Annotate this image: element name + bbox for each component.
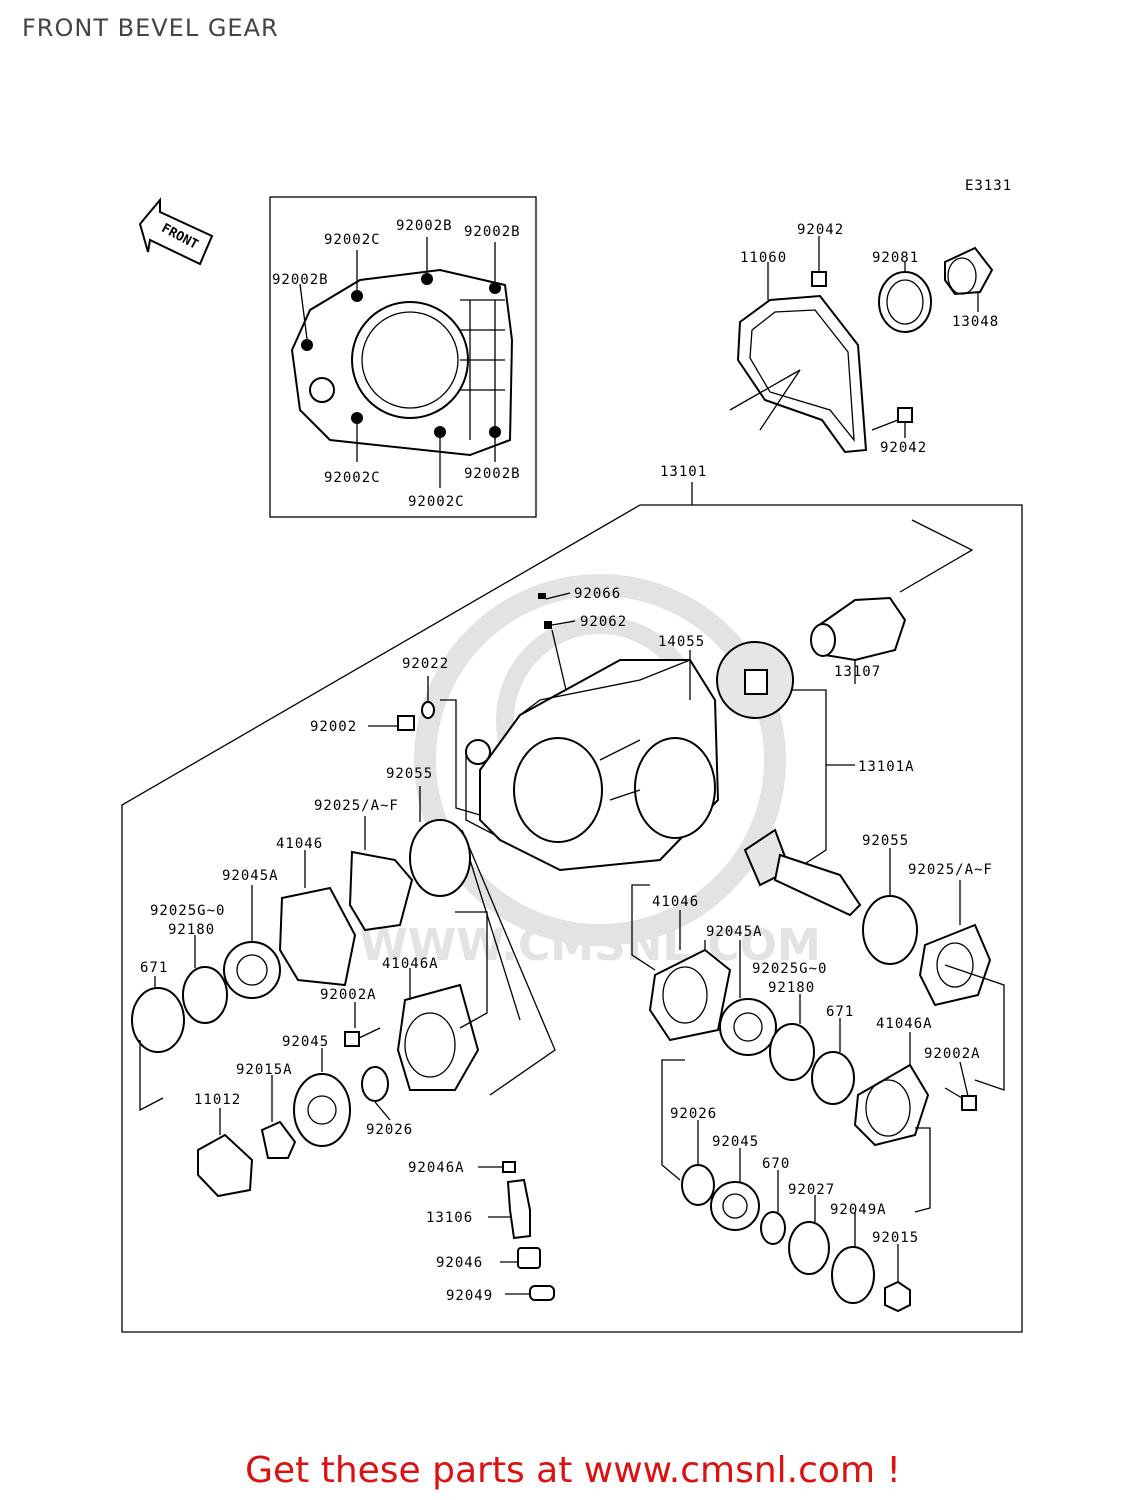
label-92002A-right: 92002A xyxy=(924,1046,981,1062)
inset-housing-view: 92002C 92002B 92002B 92002B 92002C 92002… xyxy=(269,196,537,518)
label-92022: 92022 xyxy=(402,656,449,672)
label-92002C-bl: 92002C xyxy=(324,470,381,486)
label-41046-right: 41046 xyxy=(652,894,699,910)
rear-cover-group: 92042 11060 92081 13048 92042 xyxy=(729,222,999,456)
gear-case-14055: 92066 92062 14055 xyxy=(465,586,720,872)
label-92180-left: 92180 xyxy=(168,922,215,938)
label-92045-left: 92045 xyxy=(282,1034,329,1050)
page-title: FRONT BEVEL GEAR xyxy=(22,14,279,42)
label-92045A-left: 92045A xyxy=(222,868,279,884)
label-92046: 92046 xyxy=(436,1255,483,1271)
front-arrow-icon: FRONT xyxy=(138,197,214,266)
label-92015: 92015 xyxy=(872,1230,919,1246)
label-92026-left: 92026 xyxy=(366,1122,413,1138)
label-92002B-top: 92002B xyxy=(396,218,453,234)
label-92066: 92066 xyxy=(574,586,621,602)
right-side-components: 92055 92025/A~F 41046 92045A 92025G~0 92… xyxy=(631,833,1005,1313)
bolt-92002-group: 92022 92002 xyxy=(310,656,481,816)
label-92025G0-left: 92025G~0 xyxy=(150,903,225,919)
label-11060: 11060 xyxy=(740,250,787,266)
label-92025AF-right: 92025/A~F xyxy=(908,862,993,878)
label-92045A-right: 92045A xyxy=(706,924,763,940)
label-671-right: 671 xyxy=(826,1004,854,1020)
drain-plug-parts: 92046A 13106 92046 92049 xyxy=(408,1160,555,1304)
label-13101A: 13101A xyxy=(858,759,915,775)
label-92049A: 92049A xyxy=(830,1202,887,1218)
label-92002B-left: 92002B xyxy=(272,272,329,288)
label-92180-right: 92180 xyxy=(768,980,815,996)
label-92015A: 92015A xyxy=(236,1062,293,1078)
label-13101: 13101 xyxy=(660,464,707,480)
watermark-text: WWW.CMSNL.COM xyxy=(359,920,821,971)
label-92042-bottom: 92042 xyxy=(880,440,927,456)
left-side-components: 92055 92025/A~F 41046 92045A 92025G~0 92… xyxy=(131,766,556,1198)
label-92062: 92062 xyxy=(580,614,627,630)
label-11012: 11012 xyxy=(194,1092,241,1108)
label-671-left: 671 xyxy=(140,960,168,976)
label-92002A-left: 92002A xyxy=(320,987,377,1003)
bevel-gear-set: 13107 13101A xyxy=(716,519,974,917)
label-13048: 13048 xyxy=(952,314,999,330)
label-92025G0-right: 92025G~0 xyxy=(752,961,827,977)
assembly-frame xyxy=(121,504,1023,1333)
promo-link-text[interactable]: Get these parts at www.cmsnl.com ! xyxy=(245,1450,901,1491)
label-92045-right: 92045 xyxy=(712,1134,759,1150)
label-92046A: 92046A xyxy=(408,1160,465,1176)
label-92055-left: 92055 xyxy=(386,766,433,782)
label-92055-right: 92055 xyxy=(862,833,909,849)
label-92027: 92027 xyxy=(788,1182,835,1198)
label-92026-right: 92026 xyxy=(670,1106,717,1122)
label-13106: 13106 xyxy=(426,1210,473,1226)
label-92042-top: 92042 xyxy=(797,222,844,238)
label-92002C-top: 92002C xyxy=(324,232,381,248)
diagram-code: E3131 xyxy=(965,178,1012,194)
label-670: 670 xyxy=(762,1156,790,1172)
label-92025AF-left: 92025/A~F xyxy=(314,798,399,814)
label-92002: 92002 xyxy=(310,719,357,735)
label-41046-left: 41046 xyxy=(276,836,323,852)
label-92049: 92049 xyxy=(446,1288,493,1304)
label-41046A-right: 41046A xyxy=(876,1016,933,1032)
label-92002B-br: 92002B xyxy=(464,466,521,482)
label-13107: 13107 xyxy=(834,664,881,680)
label-92002C-bottom: 92002C xyxy=(408,494,465,510)
label-14055: 14055 xyxy=(658,634,705,650)
label-92081: 92081 xyxy=(872,250,919,266)
label-92002B-topright: 92002B xyxy=(464,224,521,240)
label-41046A-left: 41046A xyxy=(382,956,439,972)
